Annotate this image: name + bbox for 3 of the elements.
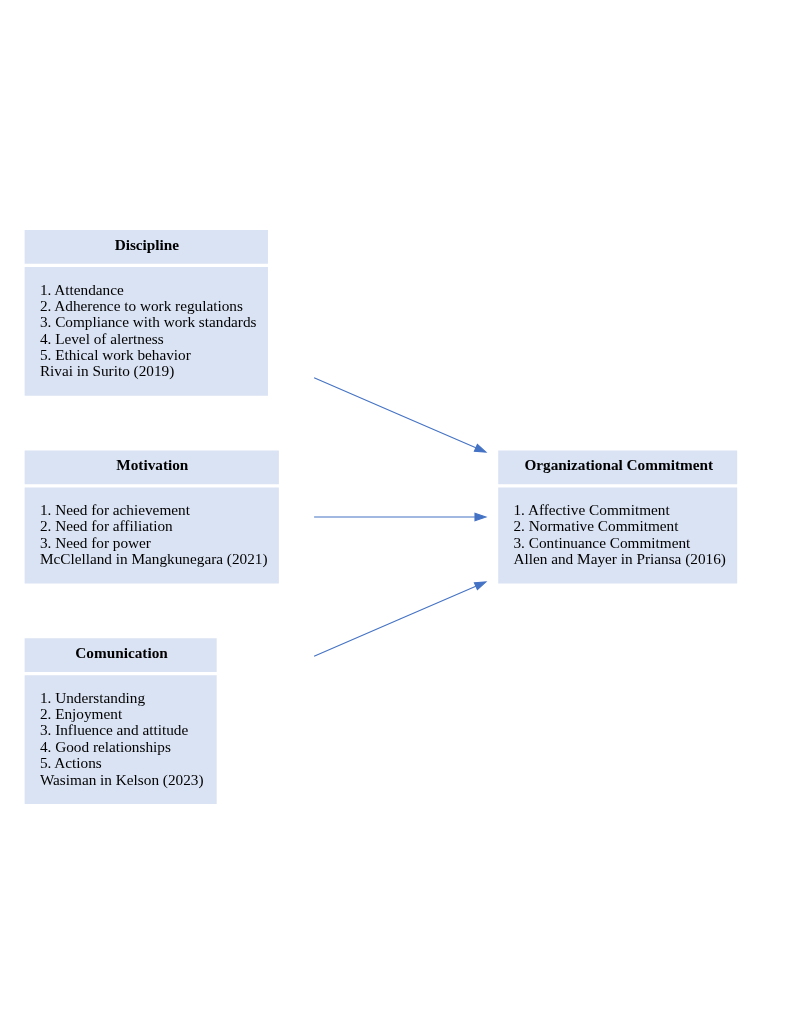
arrow [313, 511, 488, 522]
arrow [313, 376, 488, 453]
arrow [313, 580, 488, 657]
